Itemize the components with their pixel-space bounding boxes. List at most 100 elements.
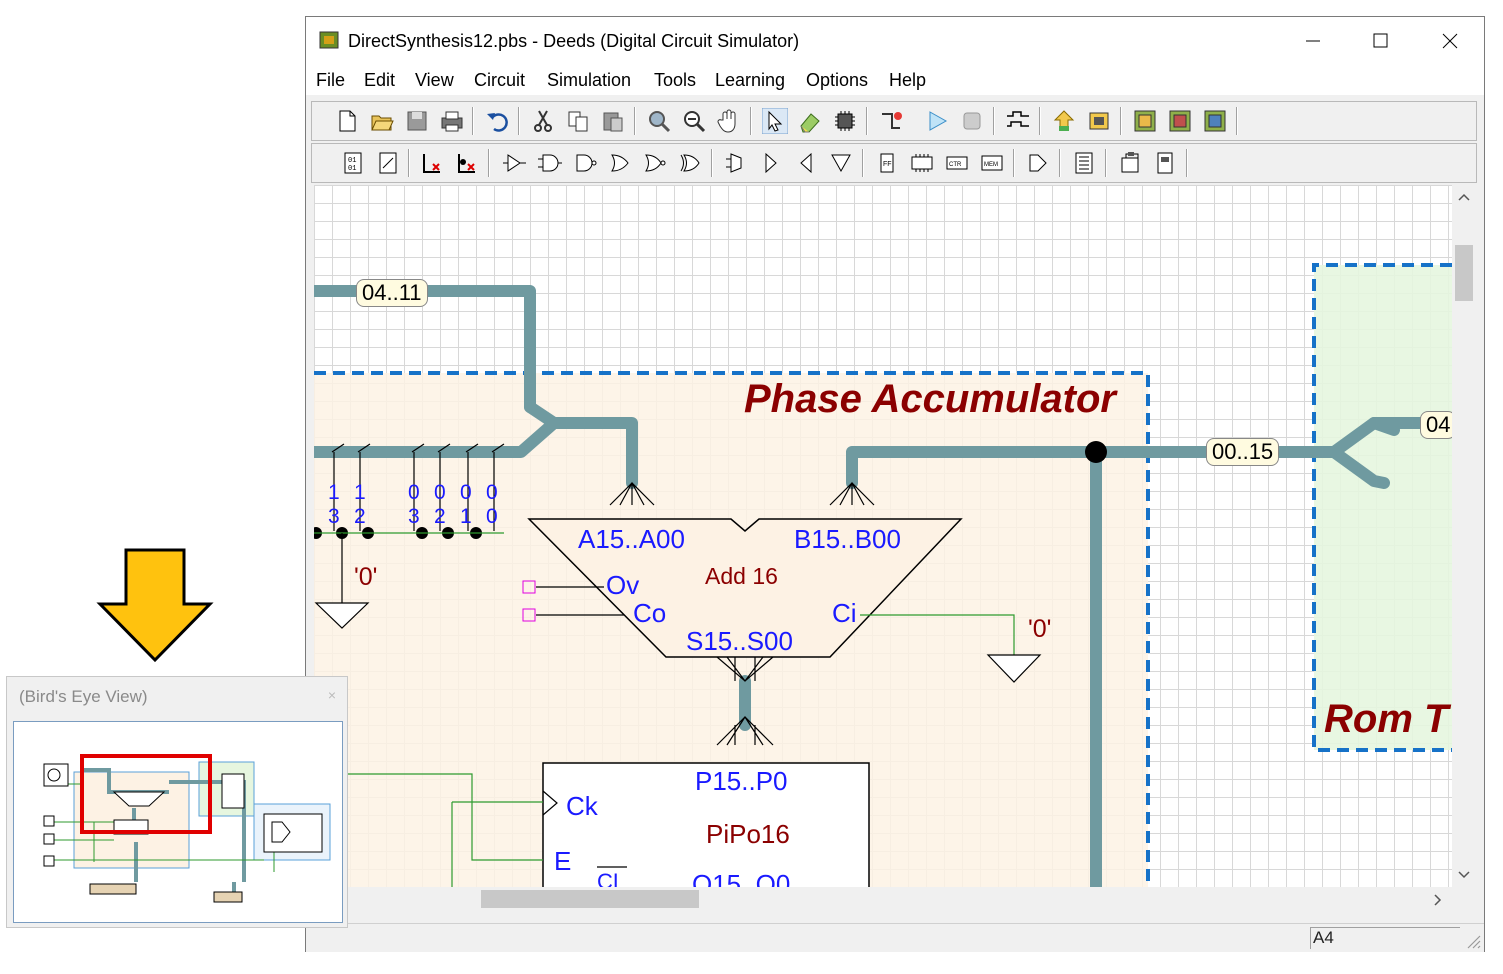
- cut-icon[interactable]: [530, 108, 556, 134]
- svg-text:FF: FF: [883, 161, 892, 168]
- close-button[interactable]: [1414, 17, 1484, 65]
- timing-icon[interactable]: [1005, 108, 1031, 134]
- adder-input-a: A15..A00: [578, 524, 685, 554]
- menu-circuit[interactable]: Circuit: [474, 70, 526, 90]
- menu-options[interactable]: Options: [806, 70, 869, 90]
- svg-text:01: 01: [348, 157, 356, 165]
- xor-gate-icon[interactable]: [677, 150, 703, 176]
- main-window: DirectSynthesis12.pbs - Deeds (Digital C…: [305, 16, 1485, 952]
- horizontal-scrollbar[interactable]: [314, 887, 1452, 911]
- toolbar-main: [311, 101, 1477, 141]
- menu-view[interactable]: View: [415, 70, 454, 90]
- buffer-icon[interactable]: [502, 150, 528, 176]
- yellow-down-arrow: [96, 548, 214, 663]
- register-icon[interactable]: [909, 150, 935, 176]
- component-icon[interactable]: [832, 108, 858, 134]
- minimize-button[interactable]: [1278, 17, 1348, 65]
- birds-eye-title: (Bird's Eye View): [19, 687, 148, 706]
- zoom-out-icon[interactable]: [681, 108, 707, 134]
- flip-flop-icon[interactable]: FF: [874, 150, 900, 176]
- output-block-icon[interactable]: [375, 150, 401, 176]
- copy-icon[interactable]: [565, 108, 591, 134]
- title-bar: DirectSynthesis12.pbs - Deeds (Digital C…: [306, 17, 1484, 65]
- or-gate-icon[interactable]: [607, 150, 633, 176]
- chip-a-icon[interactable]: [1132, 108, 1158, 134]
- wire-x-icon[interactable]: [419, 150, 445, 176]
- bus-label-edge: 04: [1420, 411, 1452, 439]
- menu-learning[interactable]: Learning: [715, 70, 786, 90]
- birds-eye-view-panel: (Bird's Eye View) ×: [6, 676, 348, 928]
- menu-tools[interactable]: Tools: [654, 70, 697, 90]
- nand-gate-icon[interactable]: [572, 150, 598, 176]
- scroll-right-icon[interactable]: [1432, 893, 1444, 907]
- paste-icon[interactable]: [600, 108, 626, 134]
- mux-icon[interactable]: [723, 150, 749, 176]
- menu-file[interactable]: File: [316, 70, 346, 90]
- menu-bar: File Edit View Circuit Simulation Tools …: [306, 65, 1484, 95]
- menu-edit[interactable]: Edit: [364, 70, 396, 90]
- vertical-scroll-thumb[interactable]: [1455, 245, 1473, 301]
- scroll-corner: [1452, 887, 1476, 911]
- memory-icon[interactable]: MEM: [979, 150, 1005, 176]
- wire-tool-icon[interactable]: [878, 108, 904, 134]
- window-title: DirectSynthesis12.pbs - Deeds (Digital C…: [348, 31, 800, 51]
- counter-icon[interactable]: CTR: [944, 150, 970, 176]
- vertical-scrollbar[interactable]: [1452, 185, 1476, 887]
- circuit-drawing: [314, 263, 1452, 887]
- bus-label-right: 00..15: [1206, 438, 1280, 466]
- birds-eye-close-button[interactable]: ×: [327, 687, 337, 703]
- register-cl: CL: [597, 869, 626, 887]
- ram-icon[interactable]: [1071, 150, 1097, 176]
- register-ck: Ck: [566, 791, 598, 821]
- minimize-icon: [1306, 40, 1320, 42]
- rom-icon[interactable]: [1152, 150, 1178, 176]
- zoom-in-icon[interactable]: [646, 108, 672, 134]
- select-arrow-icon[interactable]: [762, 108, 788, 134]
- chip-view-icon[interactable]: [1086, 108, 1112, 134]
- new-file-icon[interactable]: [334, 108, 360, 134]
- scroll-down-icon[interactable]: [1456, 869, 1472, 881]
- resize-grip-icon[interactable]: [1464, 932, 1482, 950]
- and-gate-icon[interactable]: [537, 150, 563, 176]
- block-title: Phase Accumulator: [744, 377, 1116, 421]
- open-folder-icon[interactable]: [369, 108, 395, 134]
- stop-icon[interactable]: [959, 108, 985, 134]
- encoder-icon[interactable]: [828, 150, 854, 176]
- undo-icon[interactable]: [484, 108, 510, 134]
- maximize-button[interactable]: [1346, 17, 1416, 65]
- horizontal-scroll-thumb[interactable]: [481, 890, 699, 908]
- print-icon[interactable]: [439, 108, 465, 134]
- probe-x-icon[interactable]: [454, 150, 480, 176]
- register-e: E: [554, 846, 572, 876]
- adder-ov: Ov: [606, 570, 640, 600]
- svg-text:CTR: CTR: [949, 162, 962, 168]
- demux-icon[interactable]: [758, 150, 784, 176]
- const-zero-right: '0': [1028, 615, 1052, 643]
- decoder-icon[interactable]: [793, 150, 819, 176]
- scroll-up-icon[interactable]: [1456, 191, 1472, 203]
- menu-help[interactable]: Help: [889, 70, 927, 90]
- play-icon[interactable]: [924, 108, 950, 134]
- chip-b-icon[interactable]: [1167, 108, 1193, 134]
- circuit-canvas[interactable]: 04..11 Phase Accumulator 00..15 04 Rom T…: [314, 185, 1452, 887]
- properties-icon[interactable]: [1117, 150, 1143, 176]
- adder-sum: S15..S00: [686, 626, 793, 656]
- menu-simulation[interactable]: Simulation: [547, 70, 632, 90]
- chip-c-icon[interactable]: [1202, 108, 1228, 134]
- status-cell: A4: [1310, 927, 1460, 949]
- save-icon[interactable]: [404, 108, 430, 134]
- comparator-icon[interactable]: [1025, 150, 1051, 176]
- nor-gate-icon[interactable]: [642, 150, 668, 176]
- pan-hand-icon[interactable]: [716, 108, 742, 134]
- eraser-icon[interactable]: [797, 108, 823, 134]
- export-icon[interactable]: [1051, 108, 1077, 134]
- register-output: Q15..Q0: [692, 869, 791, 887]
- birds-eye-map[interactable]: [13, 721, 343, 923]
